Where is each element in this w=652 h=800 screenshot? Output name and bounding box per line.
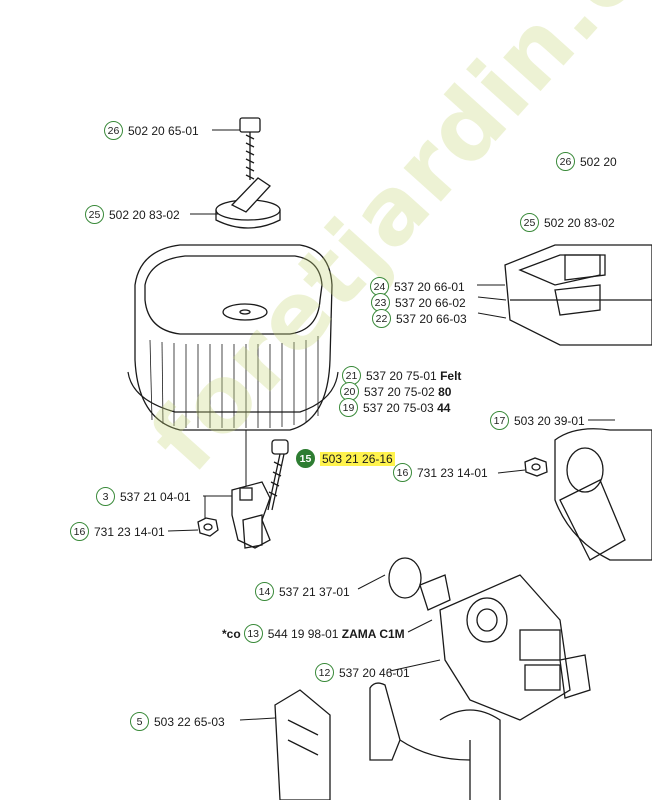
- callout-3: 3 537 21 04-01: [96, 487, 191, 506]
- callout-14: 14 537 21 37-01: [255, 582, 350, 601]
- item-number: 3: [96, 487, 115, 506]
- knob-25-drawing: [215, 177, 281, 229]
- item-number: 22: [372, 309, 391, 328]
- item-number: 25: [520, 213, 539, 232]
- callout-15: 15 503 21 26-16: [296, 449, 395, 468]
- part-number: 503 22 65-03: [154, 714, 225, 729]
- callout-19: 19 537 20 75-03 44: [339, 398, 450, 417]
- intake-manifold-drawing: [554, 428, 652, 561]
- item-number: 26: [556, 152, 575, 171]
- part-prefix: *co: [222, 626, 241, 641]
- callout-5: 5 503 22 65-03: [130, 712, 225, 731]
- callout-17: 17 503 20 39-01: [490, 411, 585, 430]
- callout-21: 21 537 20 75-01 Felt: [342, 366, 461, 385]
- part-number: 537 20 75-03 44: [363, 400, 451, 415]
- item-number: 15: [296, 449, 315, 468]
- nut-16-right-drawing: [524, 457, 548, 477]
- callout-22: 22 537 20 66-03: [372, 309, 467, 328]
- bracket-3-drawing: [231, 481, 271, 549]
- nut-16-left-drawing: [197, 517, 219, 537]
- callout-16-right: 16 731 23 14-01: [393, 463, 488, 482]
- carburetor-drawing: [388, 557, 591, 721]
- screw-15-drawing: [267, 439, 289, 511]
- callout-13: *co 13 544 19 98-01 ZAMA C1M: [222, 624, 405, 643]
- part-number: 537 21 37-01: [279, 584, 350, 599]
- pipe-drawing: [369, 682, 501, 800]
- part-number: 544 19 98-01 ZAMA C1M: [267, 626, 405, 641]
- callout-25-right: 25 502 20 83-02: [520, 213, 615, 232]
- item-number: 26: [104, 121, 123, 140]
- part-number: 502 20 83-02: [544, 215, 615, 230]
- part-number: 537 20 46-01: [339, 665, 410, 680]
- item-number: 16: [70, 522, 89, 541]
- item-number: 13: [243, 624, 263, 643]
- callout-26-left: 26 502 20 65-01: [104, 121, 199, 140]
- part-number: 537 21 04-01: [120, 489, 191, 504]
- item-number: 16: [393, 463, 412, 482]
- filter-cover-drawing: [504, 244, 652, 346]
- bolt-26-drawing: [239, 117, 261, 180]
- item-number: 17: [490, 411, 509, 430]
- part-number: 537 20 66-03: [396, 311, 467, 326]
- part-number: 537 20 66-02: [395, 295, 466, 310]
- part-number: 502 20: [580, 154, 617, 169]
- part-number: 503 20 39-01: [514, 413, 585, 428]
- callout-20: 20 537 20 75-02 80: [340, 382, 451, 401]
- item-number: 21: [342, 366, 361, 385]
- callout-24: 24 537 20 66-01: [370, 277, 465, 296]
- callout-23: 23 537 20 66-02: [371, 293, 466, 312]
- item-number: 5: [130, 712, 149, 731]
- part-number: 731 23 14-01: [417, 465, 488, 480]
- part-number: 537 20 75-02 80: [364, 384, 452, 399]
- air-filter-drawing: [127, 244, 339, 431]
- callout-25-left: 25 502 20 83-02: [85, 205, 180, 224]
- part-number: 537 20 75-01 Felt: [366, 368, 462, 383]
- part-number: 502 20 83-02: [109, 207, 180, 222]
- item-number: 25: [85, 205, 104, 224]
- leader-lines: [167, 129, 615, 721]
- item-number: 14: [255, 582, 274, 601]
- item-number: 12: [315, 663, 334, 682]
- part-number: 502 20 65-01: [128, 123, 199, 138]
- callout-12: 12 537 20 46-01: [315, 663, 410, 682]
- part-number: 537 20 66-01: [394, 279, 465, 294]
- part-5-drawing: [274, 689, 331, 800]
- callout-16-left: 16 731 23 14-01: [70, 522, 165, 541]
- part-number-highlighted: 503 21 26-16: [320, 451, 395, 466]
- part-number: 731 23 14-01: [94, 524, 165, 539]
- item-number: 19: [339, 398, 358, 417]
- callout-26-right: 26 502 20: [556, 152, 617, 171]
